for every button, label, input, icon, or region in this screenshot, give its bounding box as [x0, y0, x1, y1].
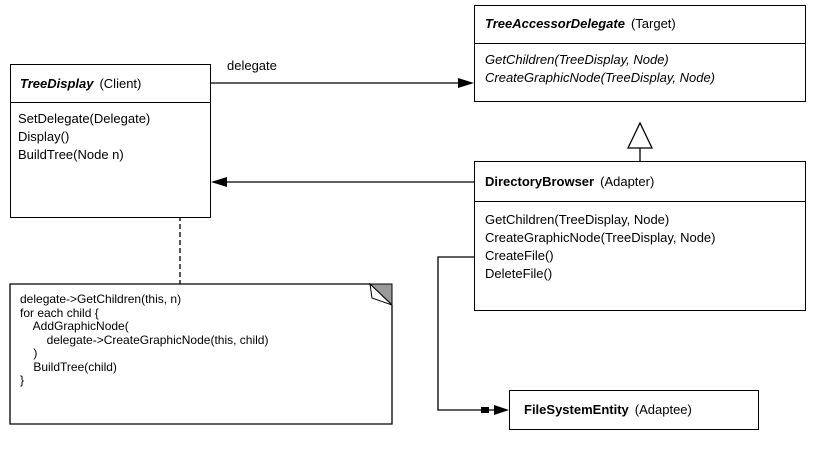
tree-display-operations: SetDelegate(Delegate) Display() BuildTre…: [11, 103, 210, 164]
tree-accessor-delegate-operations: GetChildren(TreeDisplay, Node) CreateGra…: [475, 44, 805, 87]
directory-browser-op-get-children: GetChildren(TreeDisplay, Node): [485, 212, 670, 227]
delegate-arrowhead: [458, 78, 474, 88]
directory-browser-operations: GetChildren(TreeDisplay, Node) CreateGra…: [475, 202, 805, 283]
browser-to-entity-line: [437, 256, 496, 411]
tree-display-name: TreeDisplay: [20, 76, 94, 91]
tree-display-op-build-tree: BuildTree(Node n): [18, 147, 124, 162]
directory-browser-op-create-graphic-node: CreateGraphicNode(TreeDisplay, Node): [485, 230, 716, 245]
directory-browser-stereotype: (Adapter): [600, 174, 655, 189]
note-shape: [10, 284, 392, 424]
tree-accessor-delegate-op-get-children: GetChildren(TreeDisplay, Node): [485, 52, 669, 67]
note-dog-ear-fold: [369, 282, 393, 306]
tree-accessor-delegate-header: TreeAccessorDelegate (Target): [475, 6, 805, 44]
file-system-entity-class: FileSystemEntity (Adaptee): [509, 390, 759, 430]
note-outline: [9, 283, 393, 425]
tree-accessor-delegate-name: TreeAccessorDelegate: [485, 16, 625, 31]
note-line: delegate->GetChildren(this, n): [20, 292, 182, 306]
tree-display-op-set-delegate: SetDelegate(Delegate): [18, 111, 151, 126]
inheritance-triangle: [626, 121, 654, 149]
note-line: }: [20, 373, 25, 387]
note-line: for each child {: [20, 305, 99, 320]
tree-display-class: TreeDisplay (Client) SetDelegate(Delegate…: [10, 64, 211, 218]
file-system-entity-stereotype: (Adaptee): [634, 402, 692, 417]
tree-accessor-delegate-class: TreeAccessorDelegate (Target) GetChildren…: [474, 5, 806, 102]
browser-to-display-arrowhead: [211, 177, 227, 187]
directory-browser-op-delete-file: DeleteFile(): [485, 266, 553, 281]
note-line: BuildTree(child): [20, 359, 117, 374]
tree-display-op-display: Display(): [18, 129, 70, 144]
note-line: delegate->CreateGraphicNode(this, child): [20, 332, 269, 347]
directory-browser-class: DirectoryBrowser (Adapter) GetChildren(Tr…: [474, 161, 806, 311]
browser-to-entity-arrowhead: [494, 405, 509, 415]
tree-display-header: TreeDisplay (Client): [11, 65, 210, 103]
delegate-label: delegate: [227, 58, 277, 73]
tree-accessor-delegate-op-create-graphic-node: CreateGraphicNode(TreeDisplay, Node): [485, 70, 716, 85]
directory-browser-op-create-file: CreateFile(): [485, 248, 554, 263]
directory-browser-header: DirectoryBrowser (Adapter): [475, 162, 805, 202]
note-line: AddGraphicNode(: [20, 319, 129, 333]
directory-browser-name: DirectoryBrowser: [485, 174, 595, 189]
file-system-entity-header: FileSystemEntity (Adaptee): [510, 391, 758, 417]
tree-display-stereotype: (Client): [99, 76, 142, 91]
note-line: ): [20, 346, 38, 360]
browser-to-entity-arrow-tail: [481, 407, 489, 413]
tree-accessor-delegate-stereotype: (Target): [630, 16, 676, 31]
file-system-entity-name: FileSystemEntity: [524, 402, 629, 417]
